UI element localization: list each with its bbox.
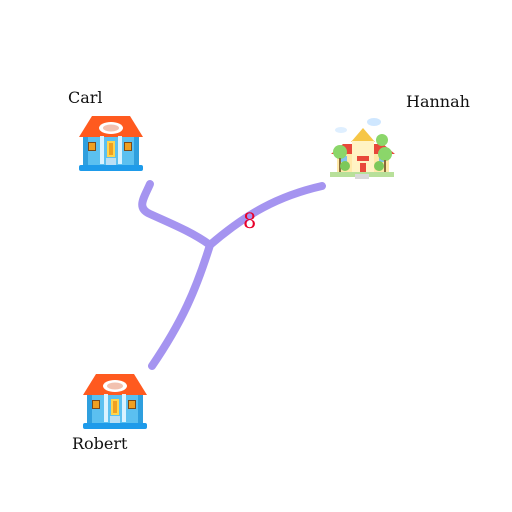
school-building-icon xyxy=(83,374,147,429)
node-label-hannah: Hannah xyxy=(406,92,470,111)
path-hannah-junction xyxy=(206,182,326,249)
node-label-carl: Carl xyxy=(68,88,103,107)
node-label-robert: Robert xyxy=(72,434,128,453)
school-building-icon xyxy=(79,116,143,171)
path-robert-junction xyxy=(148,241,214,370)
edge-weight-label: 8 xyxy=(243,209,257,233)
school-with-trees-icon xyxy=(330,118,395,179)
path-carl-junction xyxy=(138,180,214,249)
